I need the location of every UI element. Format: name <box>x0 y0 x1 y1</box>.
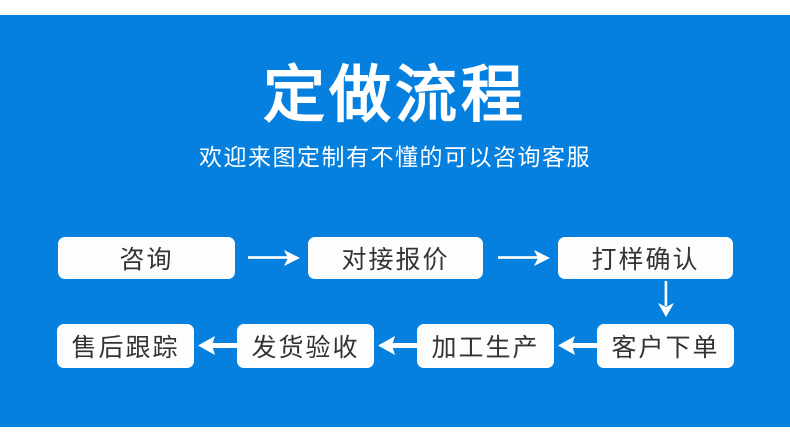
flow-step-dayangqueren[interactable]: 打样确认 <box>558 237 733 279</box>
page-title: 定做流程 <box>262 61 527 130</box>
flow-step-zixun[interactable]: 咨询 <box>58 237 235 279</box>
arrow-left-icon <box>378 334 420 358</box>
heading-block: 定做流程 欢迎来图定制有不懂的可以咨询客服 <box>0 15 790 172</box>
flow-step-duijiebaojia[interactable]: 对接报价 <box>308 237 483 279</box>
arrow-right-icon <box>248 247 300 269</box>
arrow-left-icon <box>558 334 600 358</box>
flow-step-shouhougenzong[interactable]: 售后跟踪 <box>57 324 194 368</box>
flow-step-jiagongshengchan[interactable]: 加工生产 <box>417 324 554 368</box>
arrow-right-icon <box>498 247 550 269</box>
flow-step-fahuoyanshou[interactable]: 发货验收 <box>237 324 374 368</box>
arrow-down-icon <box>655 281 677 317</box>
arrow-left-icon <box>198 334 240 358</box>
flow-step-kehuxiadan[interactable]: 客户下单 <box>597 324 734 368</box>
page-subtitle: 欢迎来图定制有不懂的可以咨询客服 <box>199 143 591 170</box>
